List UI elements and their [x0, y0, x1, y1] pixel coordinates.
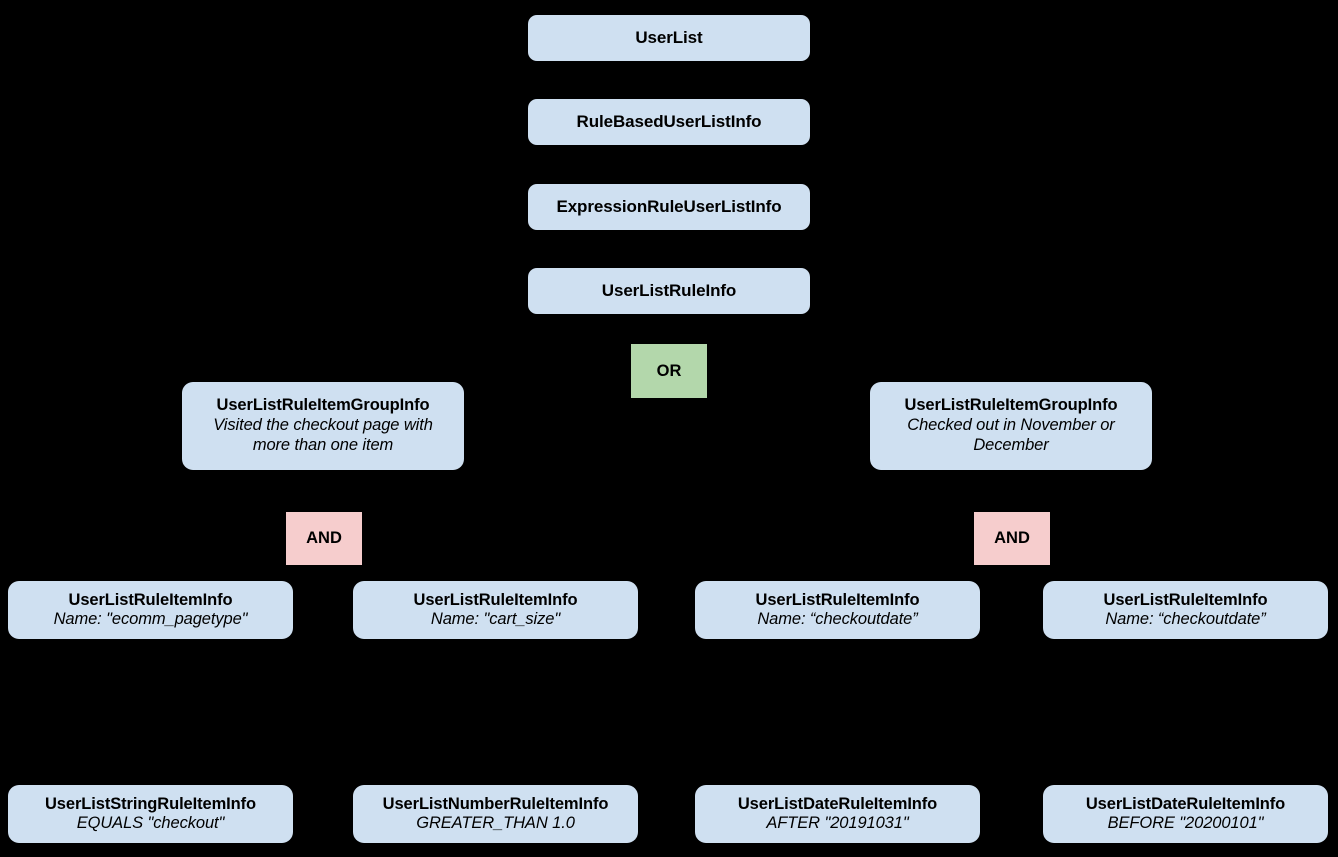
node-ruleitem-checkoutdate-before-subtitle: Name: “checkoutdate” [1105, 610, 1266, 628]
node-leaf-number-greater-than-title: UserListNumberRuleItemInfo [382, 794, 609, 813]
edge-or-to-left-group-horiz [323, 372, 669, 374]
operator-and-right-label: AND [994, 529, 1030, 547]
edge-right-group-to-and [1011, 470, 1013, 512]
edge-item4-to-leaf4 [1185, 639, 1187, 785]
node-userlist[interactable]: UserList [528, 15, 810, 61]
edge-left-group-to-and [323, 470, 325, 512]
node-rulebaseduserlistinfo[interactable]: RuleBasedUserListInfo [528, 99, 810, 145]
node-group-left-line2: more than one item [252, 435, 394, 454]
edge-and-right-split [837, 566, 1185, 568]
node-ruleitem-ecomm-pagetype[interactable]: UserListRuleItemInfo Name: "ecomm_pagety… [8, 581, 293, 639]
node-leaf-date-after-title: UserListDateRuleItemInfo [737, 794, 938, 813]
edge-and-right-drop1 [837, 566, 839, 581]
edge-and-left-drop2 [494, 566, 496, 581]
node-group-right-line1: Checked out in November or [907, 415, 1115, 434]
edge-and-left-drop1 [150, 566, 152, 581]
node-leaf-number-greater-than-subtitle: GREATER_THAN 1.0 [416, 814, 575, 832]
node-group-left[interactable]: UserListRuleItemGroupInfo Visited the ch… [182, 382, 464, 470]
node-ruleitem-cart-size-subtitle: Name: "cart_size" [430, 610, 561, 628]
node-ruleitem-checkoutdate-before[interactable]: UserListRuleItemInfo Name: “checkoutdate… [1043, 581, 1328, 639]
node-leaf-string-equals-checkout-subtitle: EQUALS "checkout" [76, 814, 225, 832]
edge-ruleinfo-to-or [668, 314, 670, 343]
operator-and-left-label: AND [306, 529, 342, 547]
node-expressionruleuserlistinfo[interactable]: ExpressionRuleUserListInfo [528, 184, 810, 230]
node-ruleitem-checkoutdate-after-title: UserListRuleItemInfo [755, 590, 920, 609]
node-group-left-title: UserListRuleItemGroupInfo [216, 396, 430, 415]
edge-and-right-drop2 [1185, 566, 1187, 581]
edge-rulebased-to-expression [668, 145, 670, 182]
node-ruleitem-ecomm-pagetype-title: UserListRuleItemInfo [68, 590, 233, 609]
node-group-right-title: UserListRuleItemGroupInfo [904, 396, 1118, 415]
node-leaf-date-before-title: UserListDateRuleItemInfo [1085, 794, 1286, 813]
node-expressionruleuserlistinfo-title: ExpressionRuleUserListInfo [556, 196, 782, 216]
node-leaf-date-after-subtitle: AFTER "20191031" [766, 814, 909, 832]
node-userlistruleinfo[interactable]: UserListRuleInfo [528, 268, 810, 314]
node-rulebaseduserlistinfo-title: RuleBasedUserListInfo [576, 111, 762, 131]
node-leaf-date-before[interactable]: UserListDateRuleItemInfo BEFORE "2020010… [1043, 785, 1328, 843]
operator-or-label: OR [656, 361, 682, 380]
edge-item3-to-leaf3 [837, 639, 839, 785]
edge-item1-to-leaf1 [150, 639, 152, 785]
node-ruleitem-checkoutdate-before-title: UserListRuleItemInfo [1103, 590, 1268, 609]
node-ruleitem-cart-size-title: UserListRuleItemInfo [413, 590, 578, 609]
operator-and-left[interactable]: AND [286, 512, 362, 565]
node-userlistruleinfo-title: UserListRuleInfo [601, 280, 737, 300]
node-ruleitem-checkoutdate-after-subtitle: Name: “checkoutdate” [757, 610, 918, 628]
node-group-right[interactable]: UserListRuleItemGroupInfo Checked out in… [870, 382, 1152, 470]
node-group-left-line1: Visited the checkout page with [213, 415, 433, 434]
operator-or[interactable]: OR [631, 344, 707, 398]
edge-userlist-to-rulebased [668, 61, 670, 98]
edge-or-to-right-group-horiz [669, 372, 1012, 374]
node-userlist-title: UserList [635, 27, 703, 47]
edge-item2-to-leaf2 [494, 639, 496, 785]
node-leaf-date-after[interactable]: UserListDateRuleItemInfo AFTER "20191031… [695, 785, 980, 843]
operator-and-right[interactable]: AND [974, 512, 1050, 565]
node-ruleitem-cart-size[interactable]: UserListRuleItemInfo Name: "cart_size" [353, 581, 638, 639]
edge-expression-to-ruleinfo [668, 230, 670, 267]
node-leaf-string-equals-checkout[interactable]: UserListStringRuleItemInfo EQUALS "check… [8, 785, 293, 843]
node-leaf-number-greater-than[interactable]: UserListNumberRuleItemInfo GREATER_THAN … [353, 785, 638, 843]
node-leaf-string-equals-checkout-title: UserListStringRuleItemInfo [44, 794, 256, 813]
edge-and-left-split [150, 566, 496, 568]
node-ruleitem-ecomm-pagetype-subtitle: Name: "ecomm_pagetype" [53, 610, 248, 628]
node-ruleitem-checkoutdate-after[interactable]: UserListRuleItemInfo Name: “checkoutdate… [695, 581, 980, 639]
node-group-right-line2: December [973, 435, 1049, 454]
node-leaf-date-before-subtitle: BEFORE "20200101" [1107, 814, 1264, 832]
